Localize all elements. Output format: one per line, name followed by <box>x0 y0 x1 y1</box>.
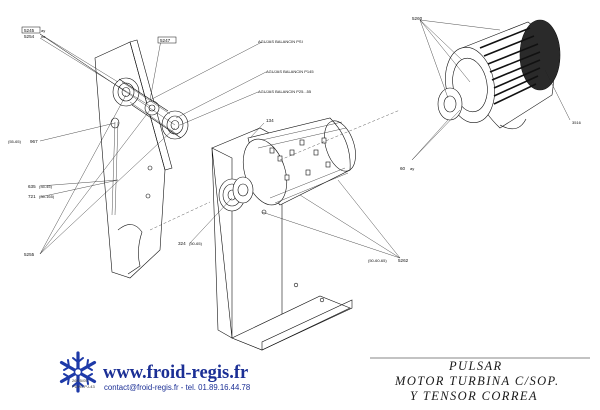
part-label-3516: 3516 <box>572 120 582 125</box>
contact-line: contact@froid-regis.fr - tel. 01.89.16.4… <box>104 383 250 392</box>
title-line-1: PULSAR <box>448 359 503 373</box>
title-line-3: Y TENSOR CORREA <box>410 389 538 403</box>
drawing-title-block: PULSAR MOTOR TURBINA C/SOP. Y TENSOR COR… <box>370 357 590 403</box>
title-line-2: MOTOR TURBINA C/SOP. <box>394 374 559 388</box>
svg-text:AGUJAS BALANCIN P25...55: AGUJAS BALANCIN P25...55 <box>258 89 312 94</box>
part-label-324: 324 (50-65) <box>178 241 203 246</box>
svg-text:721: 721 <box>28 194 36 199</box>
svg-text:ay: ay <box>410 166 414 171</box>
callout-agujas-p25-55: AGUJAS BALANCIN P25...55 <box>258 89 312 94</box>
part-label-635: 635 (35-45) <box>28 184 53 189</box>
svg-text:134: 134 <box>266 118 274 123</box>
svg-text:(55-65): (55-65) <box>8 139 22 144</box>
svg-text:ne: ne <box>41 34 46 39</box>
svg-text:5255: 5255 <box>24 252 35 257</box>
motor-pulley <box>218 176 254 212</box>
svg-text:AGUJAS BALANCIN P145: AGUJAS BALANCIN P145 <box>266 69 314 74</box>
svg-text:5245: 5245 <box>24 28 35 33</box>
part-label-5254: 5254 ne <box>24 34 46 39</box>
stamp-block: 26/05/05 PDVB-PJ-43 <box>72 378 95 389</box>
svg-text:PDVB-PJ-43: PDVB-PJ-43 <box>72 384 95 389</box>
part-label-60: 60 ay <box>400 166 414 171</box>
part-label-134: 134 <box>266 118 274 123</box>
callout-agujas-psi: AGUJAS BALANCIN PSI <box>258 39 303 44</box>
svg-text:ay: ay <box>41 28 45 33</box>
svg-text:5254: 5254 <box>24 34 35 39</box>
turbine-motor <box>218 117 356 212</box>
part-label-5262: (50-60-65) 5262 <box>368 258 409 263</box>
svg-text:967: 967 <box>30 139 38 144</box>
part-label-721: 721 (35-165) <box>28 194 55 199</box>
snowflake-logo-icon <box>59 351 97 393</box>
leader-lines <box>39 19 571 259</box>
svg-text:60: 60 <box>400 166 406 171</box>
motor-assembled-view <box>437 19 561 130</box>
svg-text:5247: 5247 <box>160 38 171 43</box>
website-url: www.froid-regis.fr <box>103 363 248 383</box>
svg-text:(35-165): (35-165) <box>39 194 55 199</box>
svg-text:(50-60-65): (50-60-65) <box>368 258 387 263</box>
motor-cooling-fins <box>257 121 349 204</box>
svg-text:324: 324 <box>178 241 186 246</box>
svg-text:(35-45): (35-45) <box>39 184 53 189</box>
part-label-5247: 5247 <box>157 36 177 44</box>
svg-text:(50-65): (50-65) <box>189 241 203 246</box>
svg-text:26/05/05: 26/05/05 <box>72 378 88 383</box>
part-label-967: (55-65) 967 <box>8 139 38 144</box>
part-label-5255: 5255 <box>24 252 35 257</box>
svg-text:AGUJAS BALANCIN PSI: AGUJAS BALANCIN PSI <box>258 39 303 44</box>
motor-fin-stripes <box>479 27 541 105</box>
callout-agujas-p145: AGUJAS BALANCIN P145 <box>266 69 314 74</box>
tensioner-bracket-plate <box>94 39 173 279</box>
svg-text:5262: 5262 <box>398 258 409 263</box>
svg-text:635: 635 <box>28 184 36 189</box>
svg-text:5260: 5260 <box>412 16 423 21</box>
pulley-belt-assembly <box>110 77 189 140</box>
svg-text:3516: 3516 <box>572 120 582 125</box>
part-label-5245: 5245 ay <box>21 26 45 34</box>
part-label-5260: 5260 <box>412 16 423 21</box>
